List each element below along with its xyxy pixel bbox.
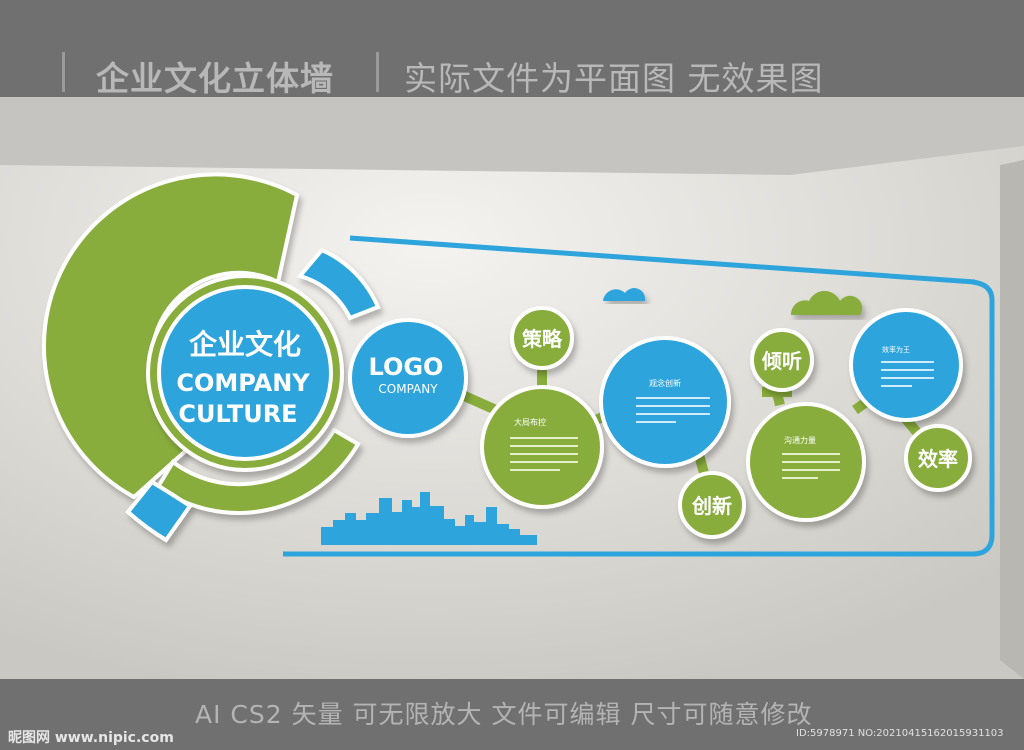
innovation-bubble <box>678 471 746 539</box>
lower-green-arc <box>155 427 361 515</box>
main-title: 企业文化 <box>189 328 301 361</box>
cloud-icon <box>603 288 646 301</box>
top-frame-line <box>349 235 976 285</box>
layout-card-title: 大局布控 <box>514 417 546 427</box>
listen-label: 倾听 <box>761 349 802 373</box>
bottom-banner <box>0 679 1024 750</box>
innovation-label: 创新 <box>691 494 732 518</box>
communication-card-title: 沟通力量 <box>784 435 816 445</box>
listen-bubble <box>750 328 814 392</box>
top-banner <box>0 0 1024 97</box>
concept-card-lines <box>636 397 710 423</box>
main-title-badge <box>146 274 344 472</box>
city-skyline-icon <box>321 492 537 545</box>
efficiency-card <box>849 308 963 422</box>
culture-wall-scene: 企业文化 COMPANY CULTURE LOGO COMPANY 策略 大局布… <box>0 97 1024 679</box>
efficiency-card-title: 效率为王 <box>882 345 910 354</box>
efficiency-card-lines <box>881 361 934 387</box>
right-side-wall <box>1000 160 1024 679</box>
logo-subtext: COMPANY <box>378 382 438 396</box>
main-title-en-2: CULTURE <box>178 400 297 428</box>
large-green-arc <box>41 172 300 500</box>
upper-blue-arc <box>296 247 381 321</box>
strategy-bubble <box>510 306 574 370</box>
banner-divider <box>62 52 65 92</box>
banner-divider <box>376 52 379 92</box>
image-id-label: ID:5978971 NO:20210415162015931103 <box>796 728 1004 739</box>
concept-card-title: 观念创新 <box>649 378 681 388</box>
ceiling <box>0 97 1024 175</box>
logo-text: LOGO <box>369 353 444 381</box>
banner-subtitle: 实际文件为平面图 无效果图 <box>404 59 824 98</box>
layout-card-lines <box>510 437 578 471</box>
right-frame-line <box>283 279 995 557</box>
concept-card <box>599 336 731 468</box>
strategy-label: 策略 <box>522 327 563 351</box>
footer-text: AI CS2 矢量 可无限放大 文件可编辑 尺寸可随意修改 <box>195 700 813 729</box>
efficiency-label: 效率 <box>918 447 958 471</box>
banner-title: 企业文化立体墙 <box>96 59 334 98</box>
lower-blue-arc <box>125 479 193 543</box>
logo-circle <box>348 318 468 438</box>
main-title-en-1: COMPANY <box>176 369 310 397</box>
communication-card-lines <box>782 453 840 479</box>
efficiency-bubble <box>904 424 972 492</box>
cloud-icon <box>790 290 863 315</box>
site-watermark: 昵图网 www.nipic.com <box>8 730 174 746</box>
